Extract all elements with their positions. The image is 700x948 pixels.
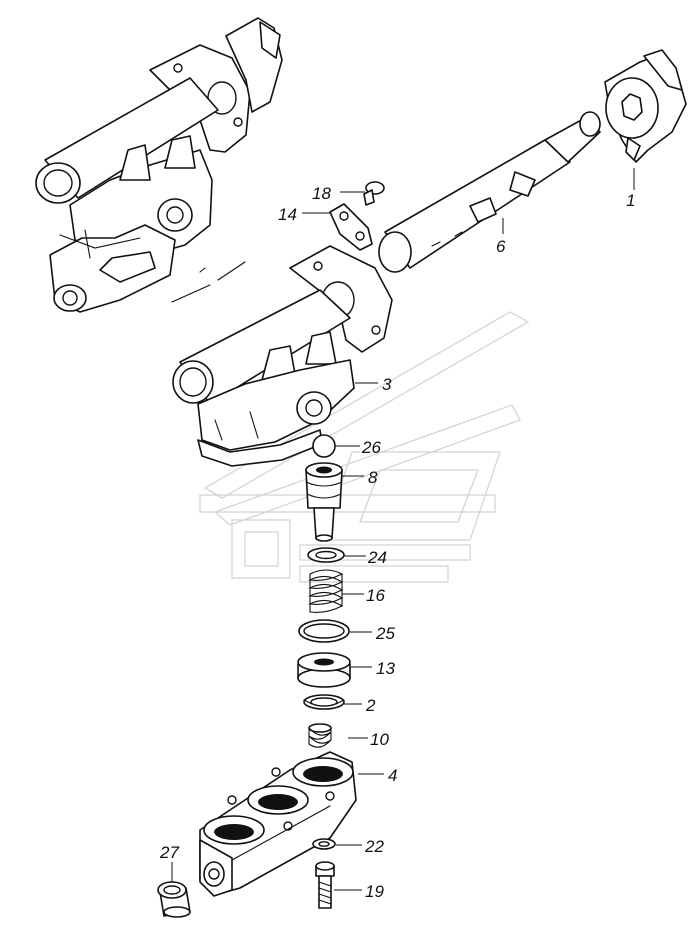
assembled-valve-view	[35, 17, 283, 313]
callout-24: 24	[367, 548, 387, 567]
part-22-washer	[312, 838, 336, 850]
part-19-bolt	[315, 861, 335, 909]
part-18-screw	[363, 181, 385, 206]
leader-lines	[171, 168, 635, 891]
callout-13: 13	[376, 659, 395, 678]
part-3-valve-body	[172, 245, 393, 467]
callout-labels: 1 18 14 6 3 26 8 24 16 25 13 2 10 4 22 2…	[159, 184, 635, 901]
part-25-seal-ring	[298, 619, 350, 643]
callout-4: 4	[388, 766, 397, 785]
watermark-logo	[199, 311, 530, 583]
callout-16: 16	[366, 586, 385, 605]
callout-3: 3	[382, 375, 392, 394]
callout-18: 18	[312, 184, 331, 203]
callout-27: 27	[159, 843, 179, 862]
part-10-small-spring	[308, 723, 332, 748]
part-8-valve-plunger	[305, 462, 343, 542]
callout-14: 14	[278, 205, 297, 224]
callout-1: 1	[626, 191, 635, 210]
callout-26: 26	[361, 438, 381, 457]
callout-22: 22	[364, 837, 384, 856]
part-24-o-ring	[307, 547, 345, 563]
callout-25: 25	[375, 624, 395, 643]
callout-6: 6	[496, 237, 506, 256]
part-16-spring	[308, 569, 344, 613]
part-4-lower-housing	[199, 751, 357, 897]
callout-19: 19	[365, 882, 384, 901]
callout-2: 2	[365, 696, 376, 715]
part-2-retaining-ring	[303, 694, 345, 710]
part-14-plate	[329, 203, 373, 251]
part-27-sleeve	[157, 881, 191, 918]
part-1-end-cap	[604, 49, 687, 163]
part-13-bushing	[297, 652, 351, 688]
callout-8: 8	[368, 468, 378, 487]
part-6-shaft	[378, 111, 601, 273]
part-26-ball	[312, 434, 336, 458]
callout-10: 10	[370, 730, 389, 749]
